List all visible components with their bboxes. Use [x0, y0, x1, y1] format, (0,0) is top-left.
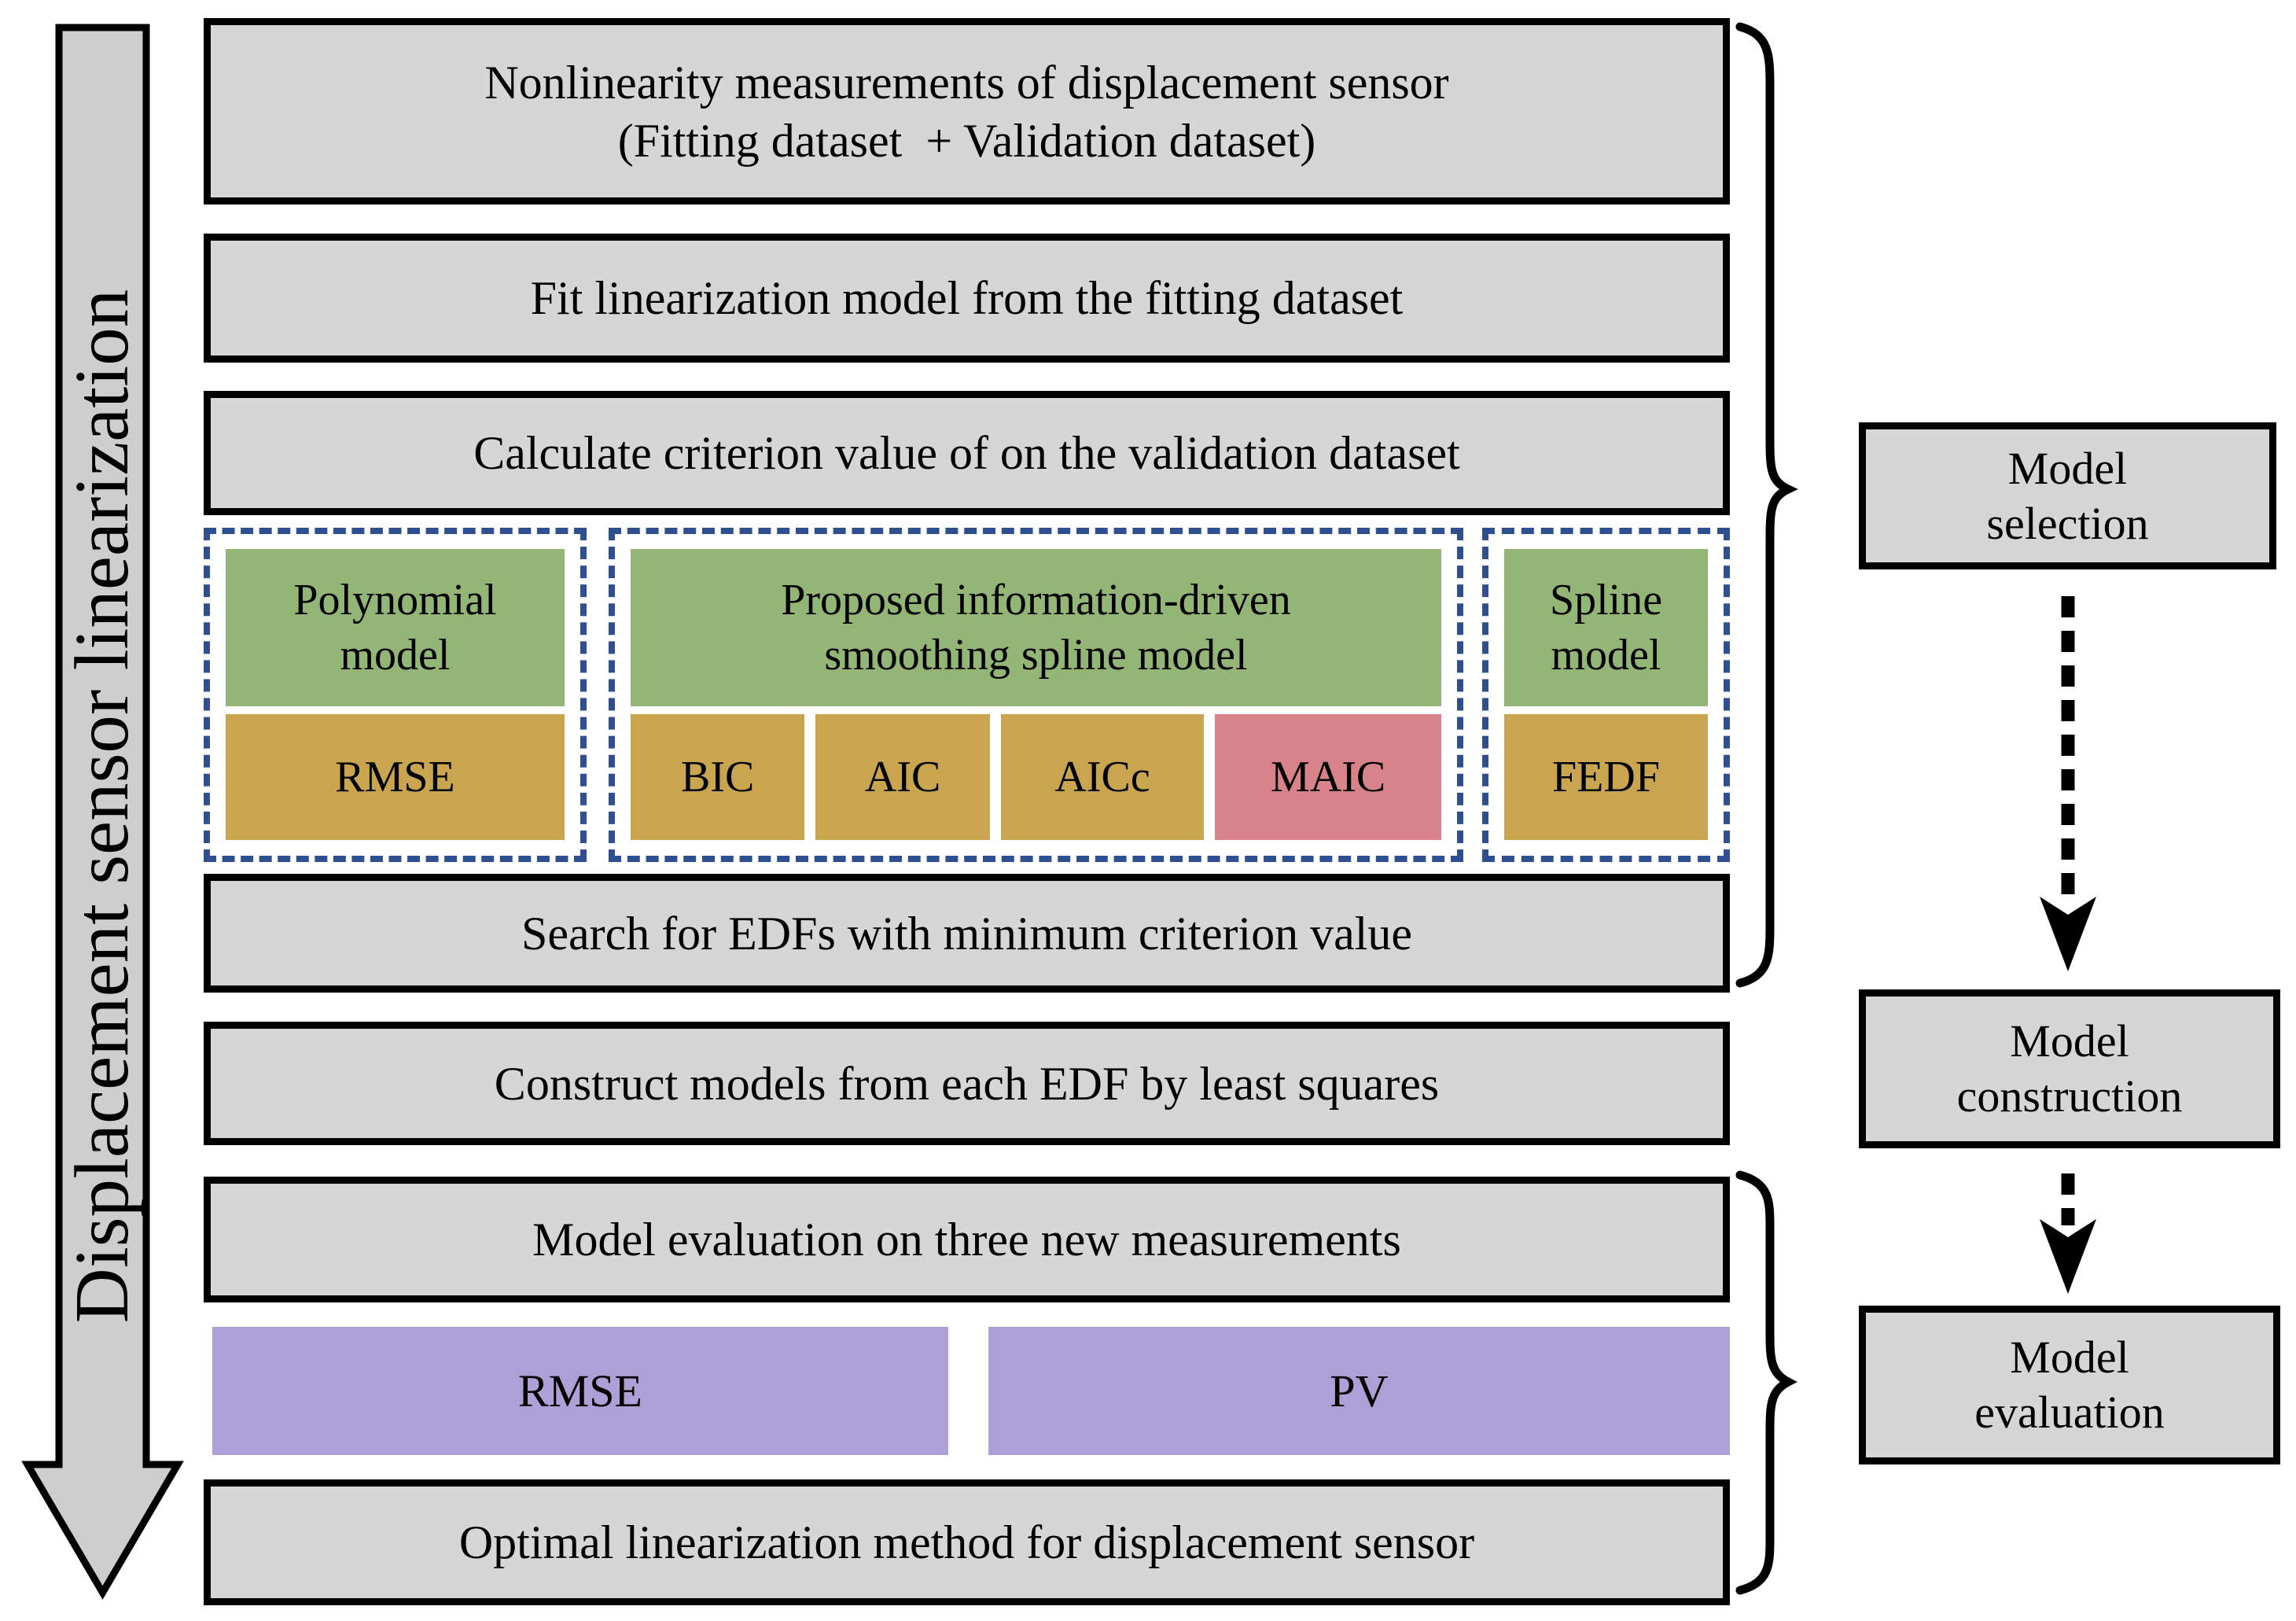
polynomial-criteria-row: RMSE: [226, 714, 565, 840]
spline-model-line2: model: [1551, 631, 1661, 680]
stage-model-construction: Model construction: [1859, 989, 2280, 1148]
metric-pv-label: PV: [1330, 1365, 1389, 1417]
proposed-spline-model-box: Proposed information-driven smoothing sp…: [631, 549, 1441, 706]
group-polynomial-model: Polynomial model RMSE: [204, 528, 587, 862]
criterion-maic-label: MAIC: [1271, 753, 1386, 801]
criterion-aicc-box: AICc: [1000, 714, 1205, 840]
proposed-model-line2: smoothing spline model: [824, 631, 1248, 680]
stage-model-evaluation: Model evaluation: [1859, 1306, 2280, 1464]
stage-evaluation-line2: evaluation: [1974, 1387, 2165, 1438]
step-fit-linearization-text: Fit linearization model from the fitting…: [530, 272, 1404, 324]
metric-rmse-label: RMSE: [518, 1365, 642, 1417]
dotted-arrowhead-1: [2040, 897, 2096, 971]
step-nonlinearity-line2: (Fitting dataset + Validation dataset): [617, 114, 1316, 167]
polynomial-model-box: Polynomial model: [226, 549, 565, 706]
step-construct-models-text: Construct models from each EDF by least …: [494, 1057, 1440, 1110]
step-fit-linearization-model: Fit linearization model from the fitting…: [204, 234, 1730, 363]
spline-model-line1: Spline: [1549, 576, 1663, 624]
polynomial-model-line2: model: [340, 631, 451, 680]
proposed-model-line1: Proposed information-driven: [781, 576, 1291, 624]
step-model-evaluation-text: Model evaluation on three new measuremen…: [532, 1214, 1401, 1265]
criterion-rmse-box: RMSE: [226, 714, 565, 840]
proposed-criteria-row: BIC AIC AICc MAIC: [631, 714, 1442, 840]
step-construct-models: Construct models from each EDF by least …: [204, 1022, 1730, 1145]
metric-rmse-box: RMSE: [212, 1327, 948, 1455]
down-arrow-shape: [21, 24, 184, 1600]
brace-model-selection: [1735, 22, 1798, 988]
stage-selection-line1: Model: [2007, 442, 2128, 494]
step-model-evaluation-measurements: Model evaluation on three new measuremen…: [204, 1177, 1730, 1302]
step-search-edfs-text: Search for EDFs with minimum criterion v…: [521, 907, 1413, 960]
criterion-aic-label: AIC: [864, 753, 941, 801]
step-optimal-linearization: Optimal linearization method for displac…: [204, 1479, 1730, 1605]
stage-construction-line1: Model: [2010, 1015, 2129, 1067]
stage-evaluation-line1: Model: [2010, 1332, 2129, 1383]
criterion-aicc-label: AICc: [1054, 753, 1150, 801]
spline-criteria-row: FEDF: [1504, 714, 1708, 840]
stage-construction-line2: construction: [1956, 1070, 2183, 1122]
step-search-edfs: Search for EDFs with minimum criterion v…: [204, 874, 1730, 993]
stage-model-selection: Model selection: [1859, 422, 2276, 569]
step-nonlinearity-measurements: Nonlinearity measurements of displacemen…: [204, 18, 1730, 204]
criterion-bic-label: BIC: [681, 753, 755, 801]
stage-selection-line2: selection: [1986, 497, 2149, 549]
criterion-fedf-label: FEDF: [1552, 753, 1660, 801]
criterion-fedf-box: FEDF: [1504, 714, 1708, 840]
step-calculate-criterion-text: Calculate criterion value of on the vali…: [473, 427, 1460, 479]
group-proposed-spline-model: Proposed information-driven smoothing sp…: [609, 528, 1463, 862]
step-optimal-linearization-text: Optimal linearization method for displac…: [458, 1516, 1475, 1568]
step-nonlinearity-line1: Nonlinearity measurements of displacemen…: [484, 56, 1449, 109]
criterion-rmse-label: RMSE: [335, 753, 455, 801]
criterion-maic-box: MAIC: [1215, 714, 1442, 840]
polynomial-model-line1: Polynomial: [293, 576, 497, 624]
brace-model-evaluation: [1735, 1170, 1797, 1595]
criterion-aic-box: AIC: [815, 714, 990, 840]
spline-model-box: Spline model: [1504, 549, 1708, 706]
metric-pv-box: PV: [988, 1327, 1730, 1455]
group-spline-model: Spline model FEDF: [1482, 528, 1730, 862]
step-calculate-criterion: Calculate criterion value of on the vali…: [204, 391, 1730, 515]
criterion-bic-box: BIC: [631, 714, 805, 840]
dotted-arrowhead-2: [2040, 1219, 2096, 1294]
